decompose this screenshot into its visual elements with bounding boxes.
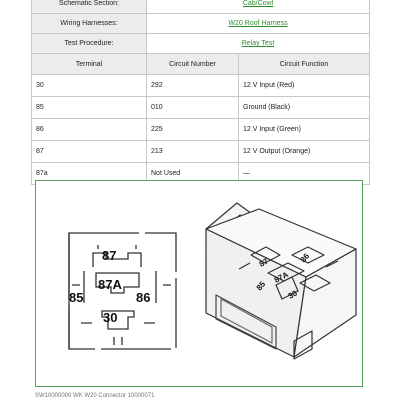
harness-link[interactable]: W20 Roof Harness: [228, 20, 288, 27]
terminal-cell: 86: [31, 118, 147, 141]
schematic-value: Cab/Cowl: [145, 0, 371, 14]
figure-caption: SW10000000 WK W20 Connector 10000071: [35, 393, 155, 399]
terminal-87-outline: [92, 252, 142, 267]
front-label-30: 30: [103, 310, 117, 325]
terminal-cell: 87: [31, 140, 147, 163]
table-header-row: Terminal Circuit Number Circuit Function: [31, 53, 371, 75]
connector-front-view: [68, 232, 177, 350]
header-terminal: Terminal: [31, 53, 147, 75]
test-procedure-row: Test Procedure: Relay Test: [31, 33, 371, 54]
front-label-87: 87: [102, 248, 116, 263]
circuit-function-cell: 12 V Input (Red): [237, 74, 371, 97]
terminal-cell: 85: [31, 96, 147, 119]
header-circuit-number: Circuit Number: [146, 53, 239, 75]
circuit-number-cell: 225: [146, 118, 239, 141]
circuit-number-cell: 213: [146, 140, 239, 163]
schematic-row: Schematic Section: Cab/Cowl: [31, 0, 371, 14]
circuit-function-cell: Ground (Black): [237, 96, 371, 119]
connector-info-table: Schematic Section: Cab/Cowl Wiring Harne…: [31, 0, 371, 185]
table-row: 30 292 12 V Input (Red): [31, 74, 371, 97]
connector-illustration: 87 87A 85 86 30 8: [35, 180, 363, 387]
front-label-87a: 87A: [98, 277, 122, 292]
table-row: 85 010 Ground (Black): [31, 96, 371, 119]
front-label-86: 86: [136, 290, 150, 305]
circuit-function-cell: 12 V Input (Green): [237, 118, 371, 141]
harness-label: Wiring Harnesses:: [31, 13, 147, 34]
table-row: 87a Not Used —: [31, 162, 371, 185]
terminal-87a-outline: [95, 272, 140, 294]
terminal-86-outline: [155, 271, 171, 303]
front-label-85: 85: [69, 290, 83, 305]
harness-row: Wiring Harnesses: W20 Roof Harness: [31, 13, 371, 34]
header-circuit-function: Circuit Function: [237, 53, 371, 75]
terminal-85-outline: [72, 271, 85, 303]
circuit-number-cell: 010: [146, 96, 239, 119]
schematic-link[interactable]: Cab/Cowl: [242, 0, 274, 7]
table-row: 86 225 12 V Input (Green): [31, 118, 371, 141]
circuit-function-cell: 12 V Output (Orange): [237, 140, 371, 163]
schematic-label: Schematic Section:: [31, 0, 147, 14]
test-procedure-value: Relay Test: [145, 33, 371, 54]
terminal-30-outline: [101, 310, 135, 330]
test-procedure-label: Test Procedure:: [31, 33, 147, 54]
harness-value: W20 Roof Harness: [145, 13, 371, 34]
circuit-number-cell: 292: [146, 74, 239, 97]
connector-drawing: 87 87A 85 86 30 8: [68, 202, 357, 360]
terminal-cell: 30: [31, 74, 147, 97]
test-procedure-link[interactable]: Relay Test: [241, 40, 275, 47]
connector-iso-view: [205, 202, 357, 360]
table-row: 87 213 12 V Output (Orange): [31, 140, 371, 163]
